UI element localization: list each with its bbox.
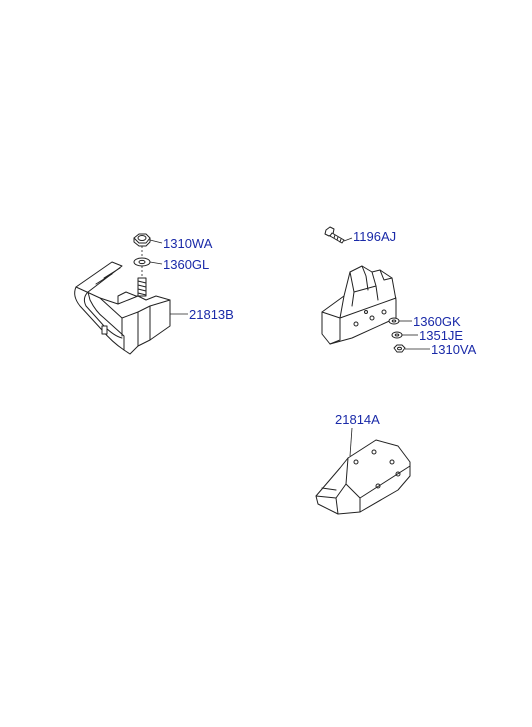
engine-mount-right-assembly: 1196AJ 1360GK 1351JE 1310VA xyxy=(321,226,477,357)
bracket-cover-assembly: 21814A xyxy=(315,412,411,515)
washer-1360gl-part[interactable] xyxy=(133,257,151,267)
engine-mount-left-assembly: 1310WA 1360GL 21813B xyxy=(74,233,234,355)
stud-part xyxy=(137,277,147,297)
washer-1351je-part[interactable] xyxy=(391,331,403,339)
nut-1310va-part[interactable] xyxy=(393,344,406,353)
label-1196aj[interactable]: 1196AJ xyxy=(353,229,396,244)
bolt-1196aj-part[interactable] xyxy=(324,226,345,244)
label-1351je[interactable]: 1351JE xyxy=(419,328,463,343)
label-21814a[interactable]: 21814A xyxy=(335,412,380,427)
label-1310wa[interactable]: 1310WA xyxy=(163,236,213,251)
label-1360gl[interactable]: 1360GL xyxy=(163,257,209,272)
label-1310va[interactable]: 1310VA xyxy=(431,342,477,357)
washer-1360gk-part[interactable] xyxy=(388,317,400,325)
bracket-cover-21814a-part[interactable] xyxy=(315,439,411,515)
label-21813b[interactable]: 21813B xyxy=(189,307,234,322)
mount-block-part[interactable] xyxy=(321,265,397,345)
bracket-21813b-part[interactable] xyxy=(74,261,171,355)
nut-1310wa-part[interactable] xyxy=(133,233,151,247)
label-1360gk[interactable]: 1360GK xyxy=(413,314,461,329)
